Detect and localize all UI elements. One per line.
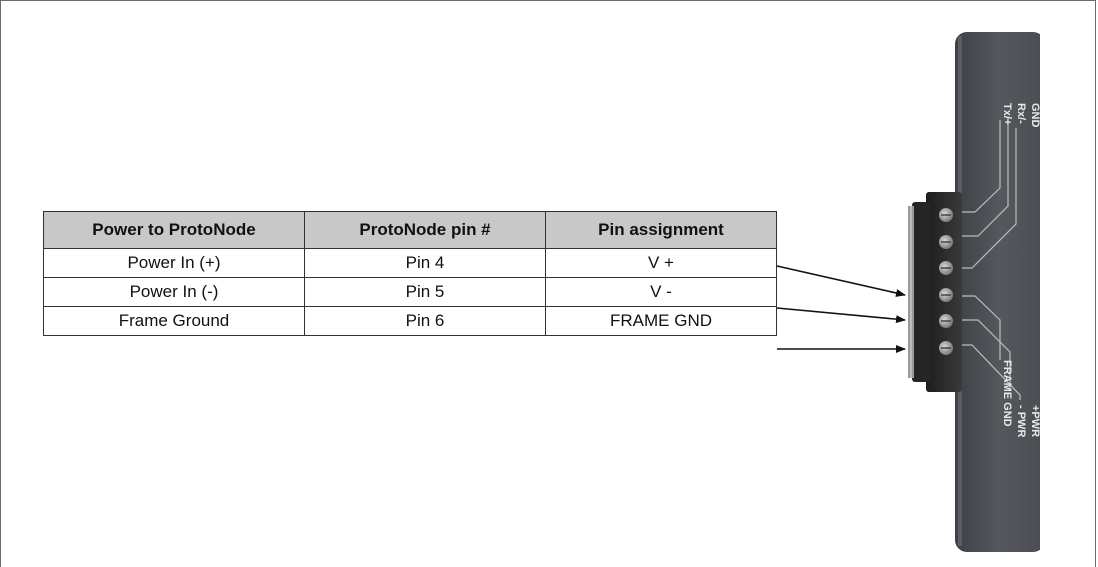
label-gnd: GND [1029,103,1041,128]
screw-icon [939,235,953,249]
top-pin-labels: GND Rx/- Tx/+ [1001,103,1041,128]
screw-icon [939,314,953,328]
cell-assignment: V - [545,277,777,307]
arrow-pin4 [776,265,906,297]
screw-icon [939,288,953,302]
bottom-pin-labels: +PWR - PWR FRAME GND [1001,360,1041,437]
label-tx: Tx/+ [1001,103,1013,125]
label-rx: Rx/- [1015,103,1027,124]
arrow-pin5 [776,307,906,324]
cell-assignment: FRAME GND [545,306,777,336]
screw-icon [939,341,953,355]
cell-pin: Pin 5 [304,277,546,307]
label-frame-gnd: FRAME GND [1001,360,1013,427]
label-neg-pwr: - PWR [1015,405,1027,437]
terminal-block [908,192,962,392]
silkscreen-traces [960,118,1021,400]
screw-icon [939,208,953,222]
table-row: Frame Ground Pin 6 FRAME GND [43,306,777,336]
cell-power: Frame Ground [43,306,305,336]
terminal-screws [939,208,953,355]
screw-icon [939,261,953,275]
pin-assignment-table: Power to ProtoNode ProtoNode pin # Pin a… [43,211,777,336]
cell-pin: Pin 6 [304,306,546,336]
connection-arrows [776,265,906,353]
label-pos-pwr: +PWR [1029,405,1041,437]
header-power: Power to ProtoNode [43,211,305,249]
